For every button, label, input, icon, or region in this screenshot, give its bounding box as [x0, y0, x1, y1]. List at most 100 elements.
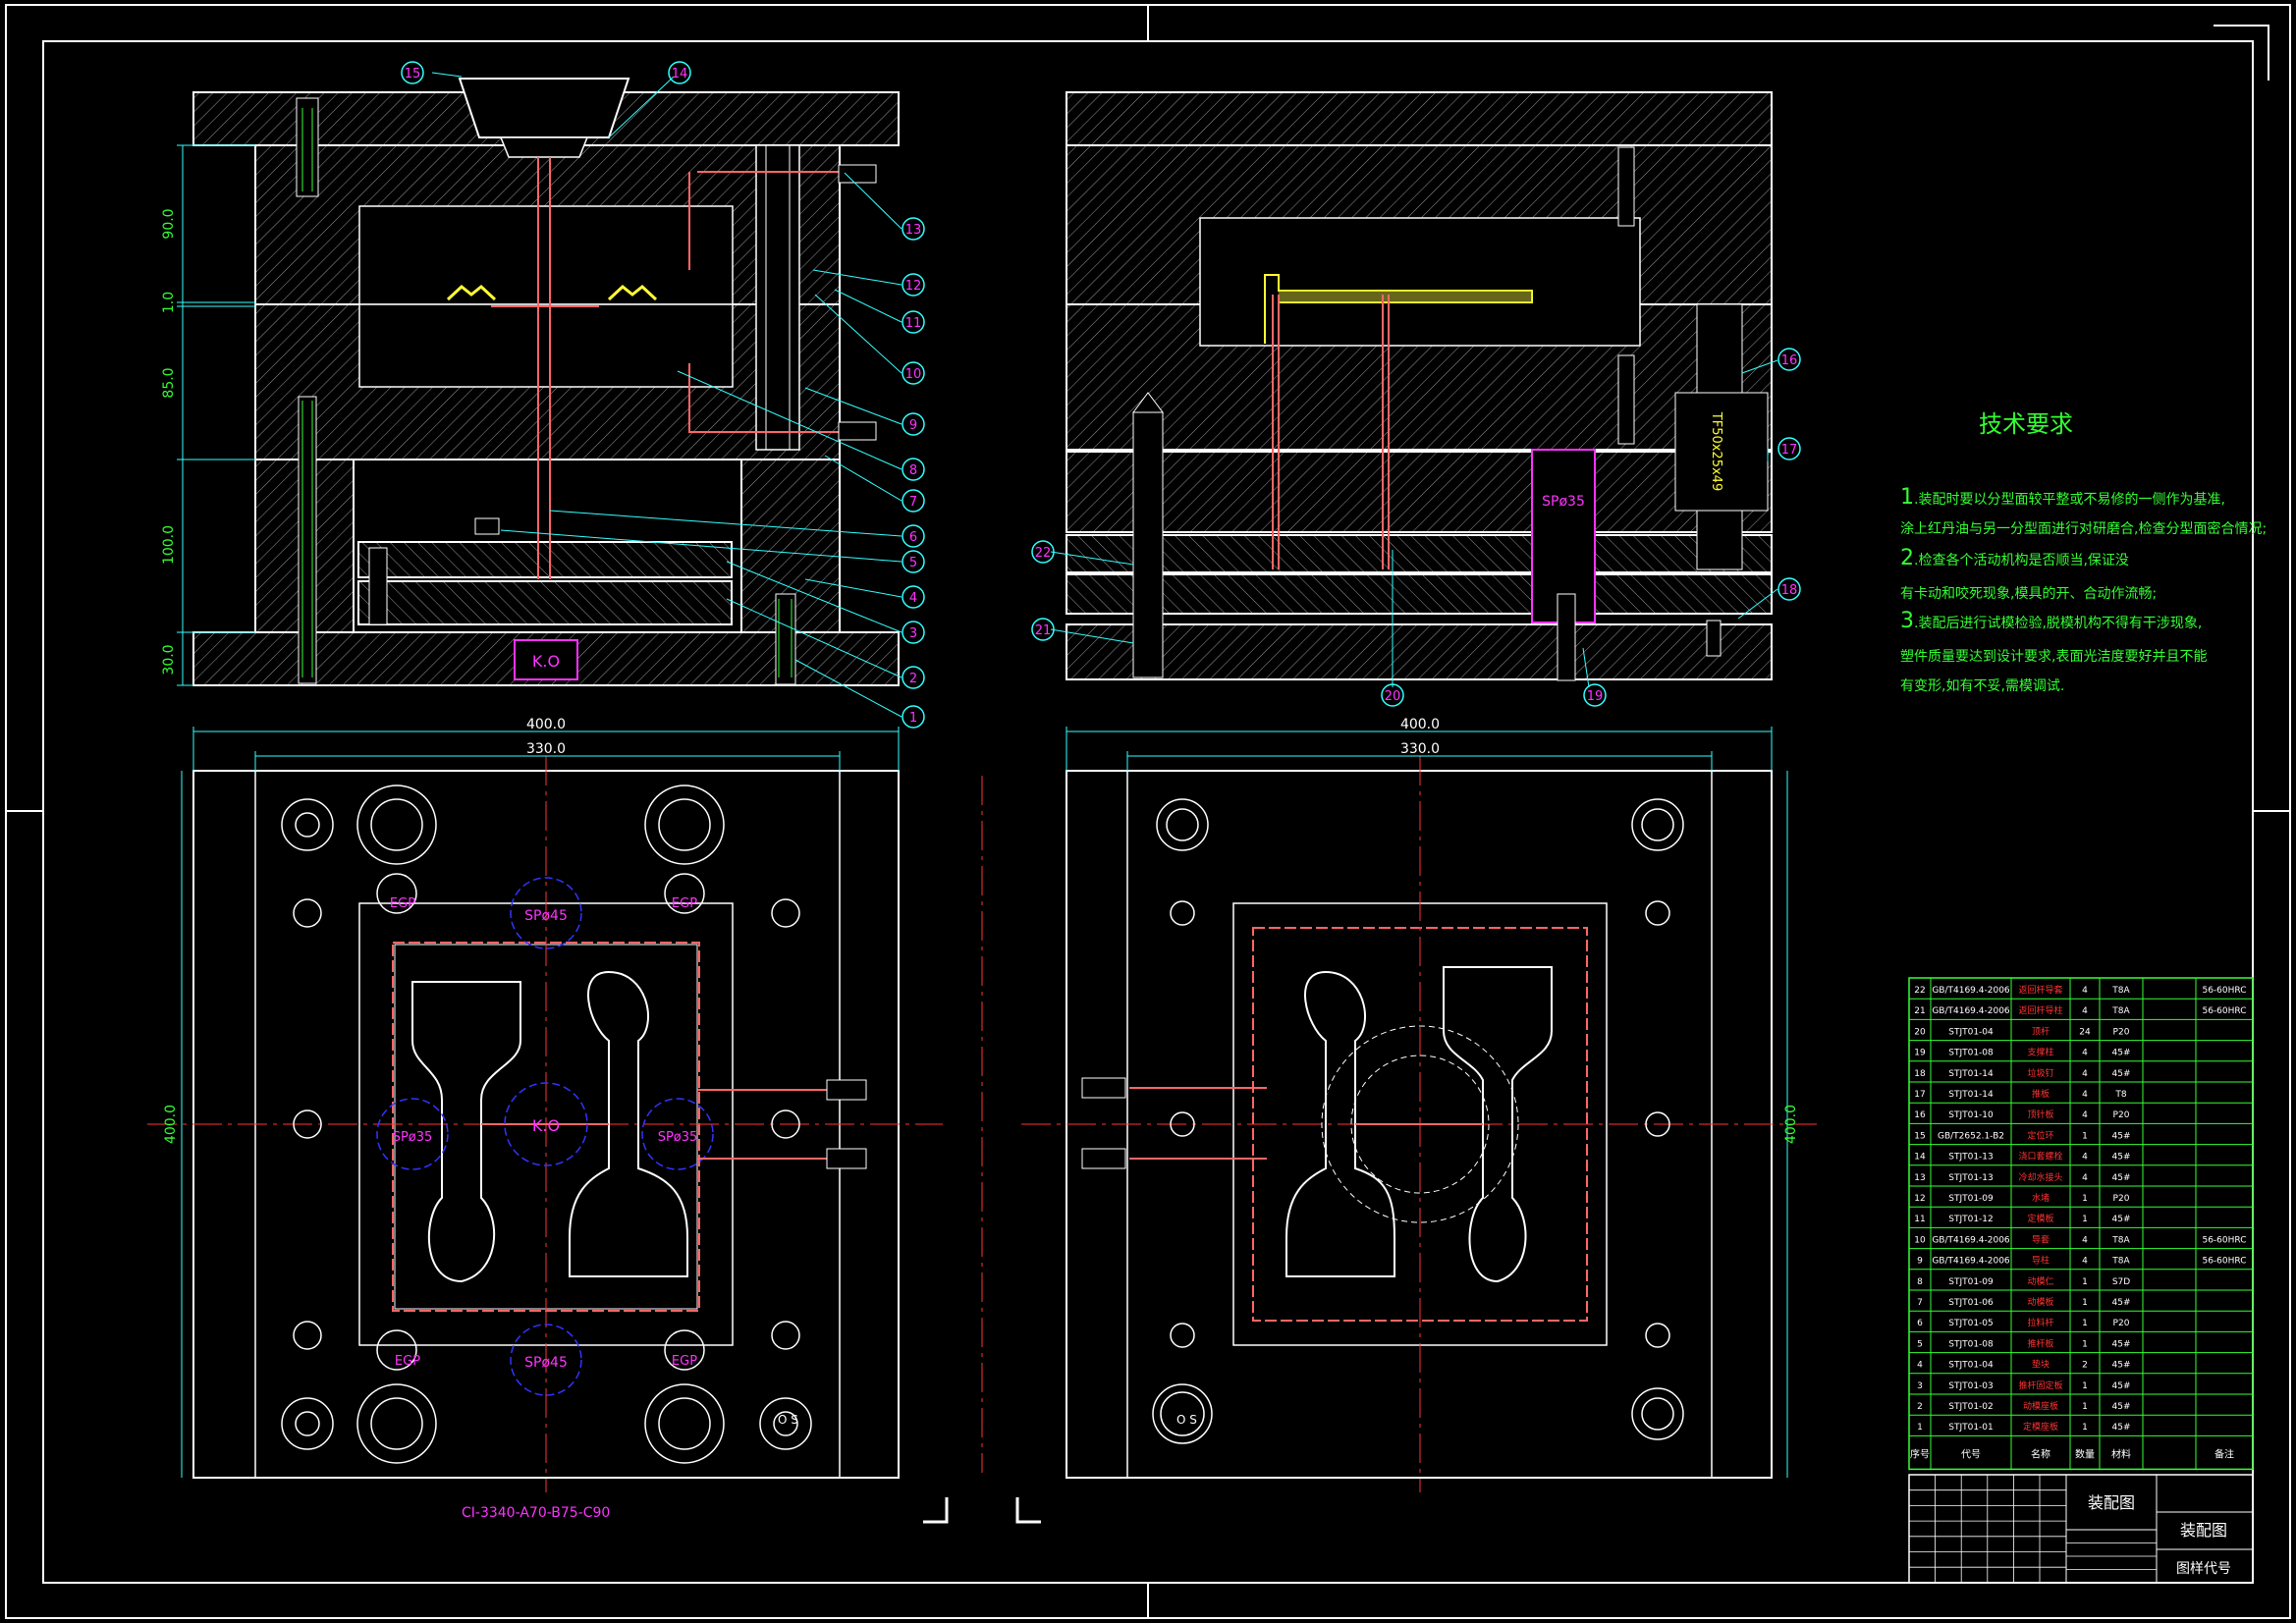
svg-text:P20: P20 — [2113, 1319, 2130, 1328]
svg-text:4: 4 — [1917, 1361, 1923, 1371]
svg-text:4: 4 — [2082, 986, 2088, 996]
svg-text:4: 4 — [2082, 1235, 2088, 1245]
svg-text:45#: 45# — [2112, 1381, 2131, 1391]
tech-line-1: 1.装配时要以分型面较平整或不易修的一侧作为基准, — [1900, 485, 2225, 510]
svg-text:22: 22 — [1035, 546, 1052, 561]
callout-21: 21 — [1031, 618, 1055, 641]
svg-text:1: 1 — [2082, 1215, 2088, 1224]
bom-header: 序号代号名称数量材料备注 — [1910, 1447, 2234, 1460]
callout-1: 1 — [902, 705, 925, 729]
plan-label-egp-3: EGP — [395, 1354, 420, 1369]
callout-20: 20 — [1381, 683, 1404, 707]
svg-text:STJT01-14: STJT01-14 — [1948, 1090, 1994, 1100]
svg-text:导柱: 导柱 — [2032, 1255, 2050, 1267]
svg-text:序号: 序号 — [1910, 1447, 1930, 1460]
svg-text:材料: 材料 — [2111, 1447, 2131, 1460]
svg-text:T8: T8 — [2114, 1090, 2126, 1100]
svg-text:STJT01-08: STJT01-08 — [1948, 1049, 1994, 1058]
plan-left-dim-outer: 400.0 — [526, 717, 566, 732]
svg-text:定模座板: 定模座板 — [2023, 1421, 2058, 1433]
svg-text:返回杆导柱: 返回杆导柱 — [2018, 1004, 2062, 1016]
svg-text:代号: 代号 — [1961, 1448, 1981, 1460]
svg-text:18: 18 — [1914, 1069, 1926, 1079]
svg-text:P20: P20 — [2113, 1027, 2130, 1037]
svg-text:11: 11 — [1914, 1215, 1925, 1224]
svg-text:4: 4 — [2082, 1257, 2088, 1267]
svg-text:STJT01-01: STJT01-01 — [1948, 1423, 1994, 1433]
svg-text:STJT01-13: STJT01-13 — [1948, 1153, 1994, 1163]
svg-text:45#: 45# — [2112, 1298, 2131, 1308]
section-dim-label: 100.0 — [161, 525, 177, 565]
tech-line-5: 3.装配后进行试模检验,脱模机构不得有干涉现象, — [1900, 609, 2203, 633]
svg-text:定模板: 定模板 — [2027, 1213, 2053, 1224]
callout-19: 19 — [1583, 683, 1607, 707]
callout-16: 16 — [1777, 348, 1801, 371]
svg-text:1: 1 — [2082, 1319, 2088, 1328]
svg-text:45#: 45# — [2112, 1215, 2131, 1224]
svg-text:16: 16 — [1914, 1110, 1926, 1120]
side-vertical-label: TF50x25x49 — [1709, 411, 1723, 491]
svg-text:21: 21 — [1035, 623, 1052, 638]
svg-text:P20: P20 — [2113, 1110, 2130, 1120]
svg-text:返回杆导套: 返回杆导套 — [2018, 984, 2062, 996]
svg-text:STJT01-10: STJT01-10 — [1948, 1110, 1994, 1120]
svg-text:浇口套螺栓: 浇口套螺栓 — [2018, 1151, 2062, 1163]
svg-text:18: 18 — [1781, 583, 1798, 598]
svg-text:STJT01-05: STJT01-05 — [1948, 1319, 1994, 1328]
svg-text:推杆板: 推杆板 — [2027, 1337, 2053, 1349]
svg-text:动模仁: 动模仁 — [2027, 1275, 2053, 1287]
plan-label-sp35-right: SPø35 — [658, 1130, 698, 1145]
callout-2: 2 — [902, 666, 925, 689]
callout-12: 12 — [902, 273, 925, 297]
tech-title: 技术要求 — [1979, 410, 2073, 438]
svg-text:P20: P20 — [2113, 1194, 2130, 1204]
svg-text:定位环: 定位环 — [2027, 1129, 2053, 1141]
svg-text:T8A: T8A — [2111, 986, 2130, 996]
svg-text:STJT01-03: STJT01-03 — [1948, 1381, 1994, 1391]
plan-label-sp45-bottom: SPø45 — [524, 1355, 568, 1371]
svg-text:GB/T2652.1-B2: GB/T2652.1-B2 — [1938, 1131, 2004, 1141]
svg-text:1: 1 — [2082, 1298, 2088, 1308]
tech-line-2: 涂上红丹油与另一分型面进行对研磨合,检查分型面密合情况; — [1900, 521, 2268, 537]
svg-text:2: 2 — [2082, 1361, 2088, 1371]
plan-view-left: K.O SPø45 SPø35 SPø35 SPø45 EGP EGP — [147, 717, 943, 1521]
tech-line-4: 有卡动和咬死现象,模具的开、合动作流畅; — [1900, 586, 2158, 602]
svg-text:45#: 45# — [2112, 1153, 2131, 1163]
callout-3: 3 — [902, 621, 925, 644]
svg-text:7: 7 — [909, 495, 917, 510]
svg-text:STJT01-08: STJT01-08 — [1948, 1339, 1994, 1349]
svg-text:1: 1 — [2082, 1381, 2088, 1391]
section-dimensions — [177, 144, 255, 686]
svg-text:5: 5 — [1917, 1339, 1923, 1349]
svg-text:4: 4 — [2082, 1069, 2088, 1079]
plan-right-dim-height: 400.0 — [1783, 1105, 1799, 1144]
svg-text:动模板: 动模板 — [2027, 1296, 2053, 1308]
svg-text:导套: 导套 — [2032, 1233, 2050, 1245]
plan-left-dim-height: 400.0 — [163, 1105, 179, 1144]
svg-text:4: 4 — [2082, 1006, 2088, 1016]
svg-text:45#: 45# — [2112, 1173, 2131, 1183]
svg-text:STJT01-04: STJT01-04 — [1948, 1027, 1994, 1037]
plan-label-egp-4: EGP — [672, 1354, 697, 1369]
section-arrows — [923, 776, 1041, 1524]
callout-17: 17 — [1777, 437, 1801, 460]
svg-text:7: 7 — [1917, 1298, 1923, 1308]
svg-text:45#: 45# — [2112, 1131, 2131, 1141]
